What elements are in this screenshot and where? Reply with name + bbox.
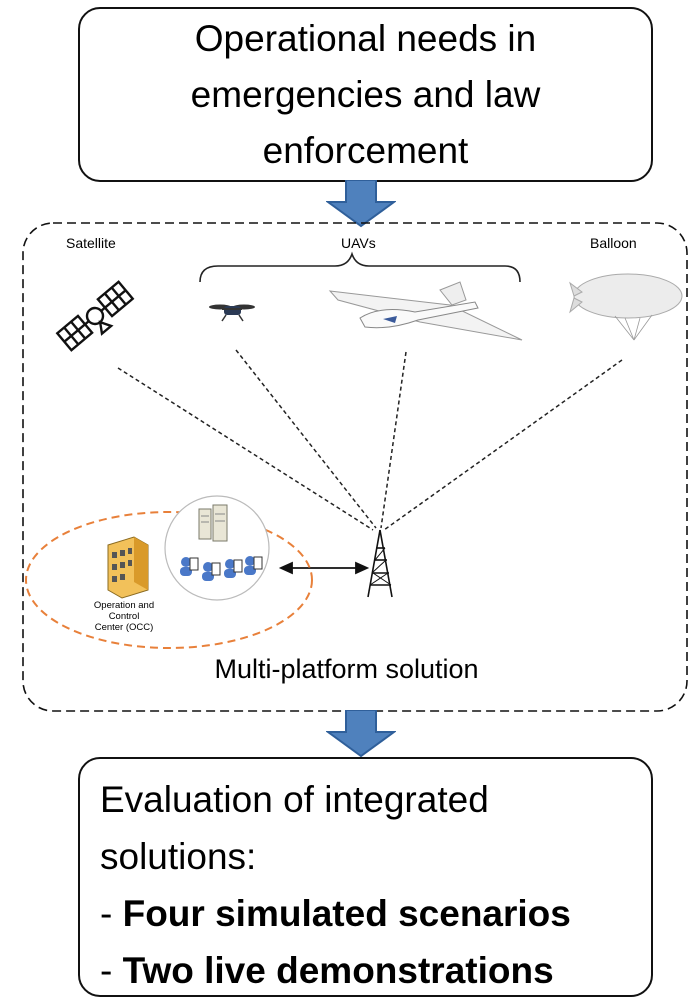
balloon-label: Balloon — [590, 235, 637, 251]
down-arrow-icon — [326, 710, 396, 758]
operational-needs-box: Operational needs in emergencies and law… — [78, 7, 653, 182]
drone-icon — [209, 304, 255, 322]
uavs-label: UAVs — [341, 235, 376, 251]
satellite-icon — [55, 280, 135, 352]
evaluation-box: Evaluation of integrated solutions: - Fo… — [78, 757, 653, 997]
tower-icon — [367, 529, 393, 598]
down-arrow-icon — [326, 180, 396, 228]
uavs-brace — [199, 251, 521, 283]
double-arrow-icon — [278, 561, 370, 575]
satellite-label: Satellite — [66, 235, 116, 251]
communication-links — [117, 349, 623, 531]
evaluation-line-2: solutions: — [100, 836, 257, 877]
occ-ring — [25, 511, 313, 649]
server-icon — [198, 504, 228, 542]
glider-uav-icon — [328, 281, 523, 341]
multi-platform-caption: Multi-platform solution — [214, 654, 479, 684]
occ-label: Operation and Control Center (OCC) — [93, 600, 155, 633]
operators-icon — [180, 556, 263, 581]
building-icon — [107, 536, 149, 599]
bullet-two-demonstrations: - Two live demonstrations — [100, 950, 554, 991]
operational-needs-text: Operational needs in emergencies and law… — [190, 17, 541, 171]
balloon-icon — [569, 273, 683, 341]
bullet-four-scenarios: - Four simulated scenarios — [100, 893, 571, 934]
evaluation-line-1: Evaluation of integrated — [100, 779, 489, 820]
